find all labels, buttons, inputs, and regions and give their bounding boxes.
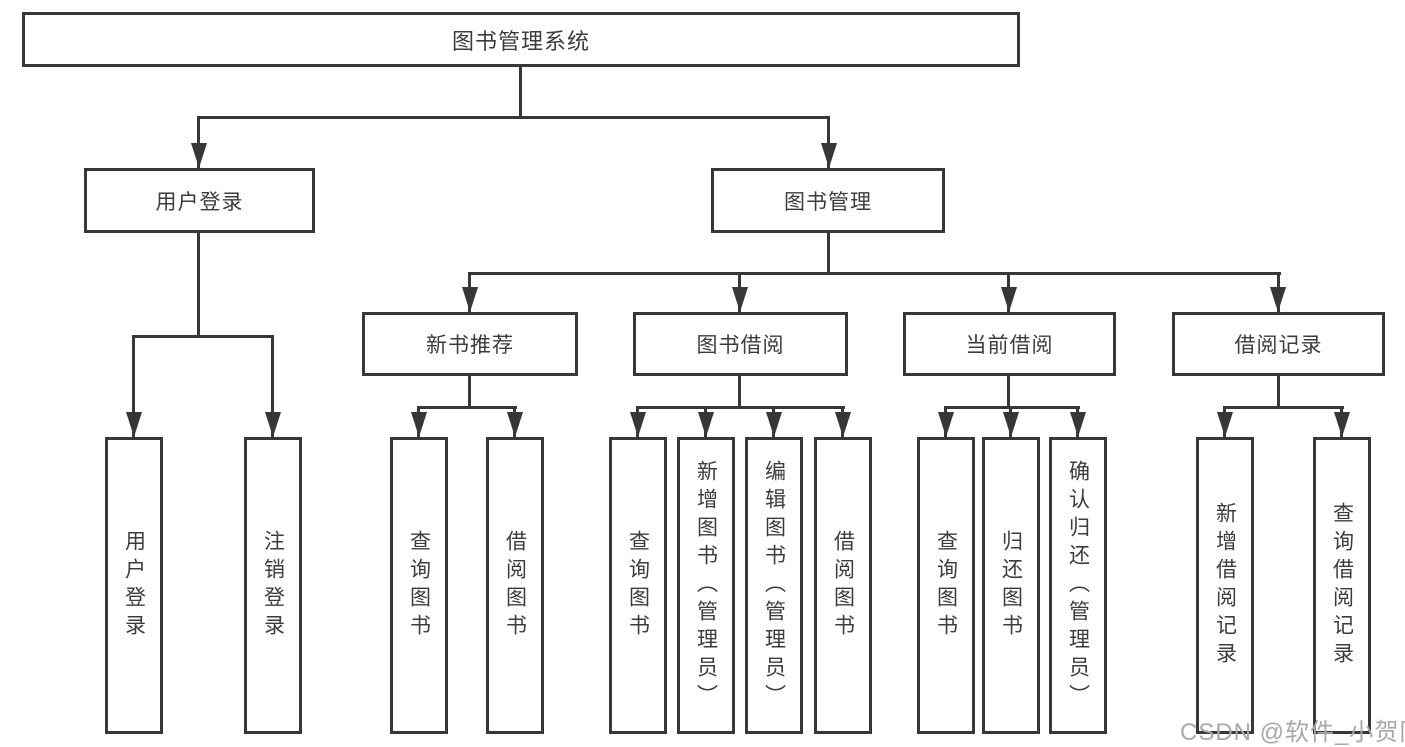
leaf-query-book-borrow: 查询图书 — [609, 437, 667, 734]
leaf-borrow-book-recommend: 借阅图书 — [486, 437, 544, 734]
node-borrow-record: 借阅记录 — [1172, 312, 1385, 376]
arrow-down-icon — [732, 287, 748, 312]
node-book-management: 图书管理 — [711, 168, 945, 233]
leaf-label: 编辑图书（管理员） — [762, 459, 786, 712]
leaf-label: 借阅图书 — [831, 529, 855, 642]
connector-user-login-bar — [132, 335, 274, 338]
arrow-down-icon — [698, 412, 714, 437]
leaf-label: 借阅图书 — [503, 529, 527, 642]
leaf-label: 新增图书（管理员） — [694, 459, 718, 712]
arrow-down-icon — [1003, 412, 1019, 437]
arrow-down-icon — [126, 412, 142, 437]
arrow-down-icon — [1001, 287, 1017, 312]
connector-group-bar — [636, 406, 845, 409]
leaf-borrow-book: 借阅图书 — [814, 437, 872, 734]
leaf-user-login: 用户登录 — [105, 437, 163, 734]
connector-group-stem — [468, 376, 471, 409]
arrow-down-icon — [1334, 412, 1350, 437]
connector-level2-bar — [198, 116, 830, 119]
csdn-watermark: CSDN @软件_小贺同学 — [1180, 719, 1405, 746]
leaf-label: 查询图书 — [934, 529, 958, 642]
connector-user-login-stem — [197, 233, 200, 338]
arrow-down-icon — [821, 143, 837, 168]
leaf-add-book-admin: 新增图书（管理员） — [677, 437, 735, 734]
leaf-confirm-return-admin: 确认归还（管理员） — [1049, 437, 1107, 734]
leaf-query-book-current: 查询图书 — [917, 437, 975, 734]
leaf-query-borrow-record: 查询借阅记录 — [1313, 437, 1371, 734]
connector-group-stem — [1277, 376, 1280, 409]
leaf-label: 注销登录 — [261, 529, 285, 642]
connector-level3-bar — [468, 272, 1281, 275]
connector-drop-book-management — [827, 116, 830, 168]
node-user-login: 用户登录 — [84, 168, 315, 233]
connector-group-bar — [1223, 406, 1344, 409]
leaf-return-book: 归还图书 — [982, 437, 1040, 734]
connector-root-stem — [519, 67, 522, 118]
arrow-down-icon — [462, 287, 478, 312]
leaf-logout: 注销登录 — [244, 437, 302, 734]
connector-drop-login-leaf — [132, 335, 135, 437]
arrow-down-icon — [411, 412, 427, 437]
leaf-label: 确认归还（管理员） — [1066, 459, 1090, 712]
connector-book-management-stem — [827, 233, 830, 275]
arrow-down-icon — [1070, 412, 1086, 437]
connector-group-bar — [944, 406, 1080, 409]
node-book-borrow: 图书借阅 — [633, 312, 848, 376]
arrow-down-icon — [835, 412, 851, 437]
connector-drop-logout-leaf — [271, 335, 274, 437]
leaf-label: 查询图书 — [626, 529, 650, 642]
arrow-down-icon — [938, 412, 954, 437]
leaf-label: 用户登录 — [122, 529, 146, 642]
arrow-down-icon — [766, 412, 782, 437]
arrow-down-icon — [191, 143, 207, 168]
arrow-down-icon — [507, 412, 523, 437]
connector-group-bar — [417, 406, 517, 409]
leaf-label: 查询图书 — [407, 529, 431, 642]
leaf-label: 新增借阅记录 — [1213, 501, 1237, 670]
leaf-label: 归还图书 — [999, 529, 1023, 642]
leaf-query-book-recommend: 查询图书 — [390, 437, 448, 734]
leaf-edit-book-admin: 编辑图书（管理员） — [745, 437, 803, 734]
node-new-book-recommend: 新书推荐 — [362, 312, 578, 376]
arrow-down-icon — [265, 412, 281, 437]
leaf-label: 查询借阅记录 — [1330, 501, 1354, 670]
node-library-management-system: 图书管理系统 — [22, 12, 1020, 67]
connector-group-stem — [738, 376, 741, 409]
connector-group-stem — [1007, 376, 1010, 409]
connector-drop-user-login — [197, 116, 200, 168]
leaf-add-borrow-record: 新增借阅记录 — [1196, 437, 1254, 734]
arrow-down-icon — [630, 412, 646, 437]
node-current-borrow: 当前借阅 — [903, 312, 1116, 376]
arrow-down-icon — [1270, 287, 1286, 312]
arrow-down-icon — [1217, 412, 1233, 437]
